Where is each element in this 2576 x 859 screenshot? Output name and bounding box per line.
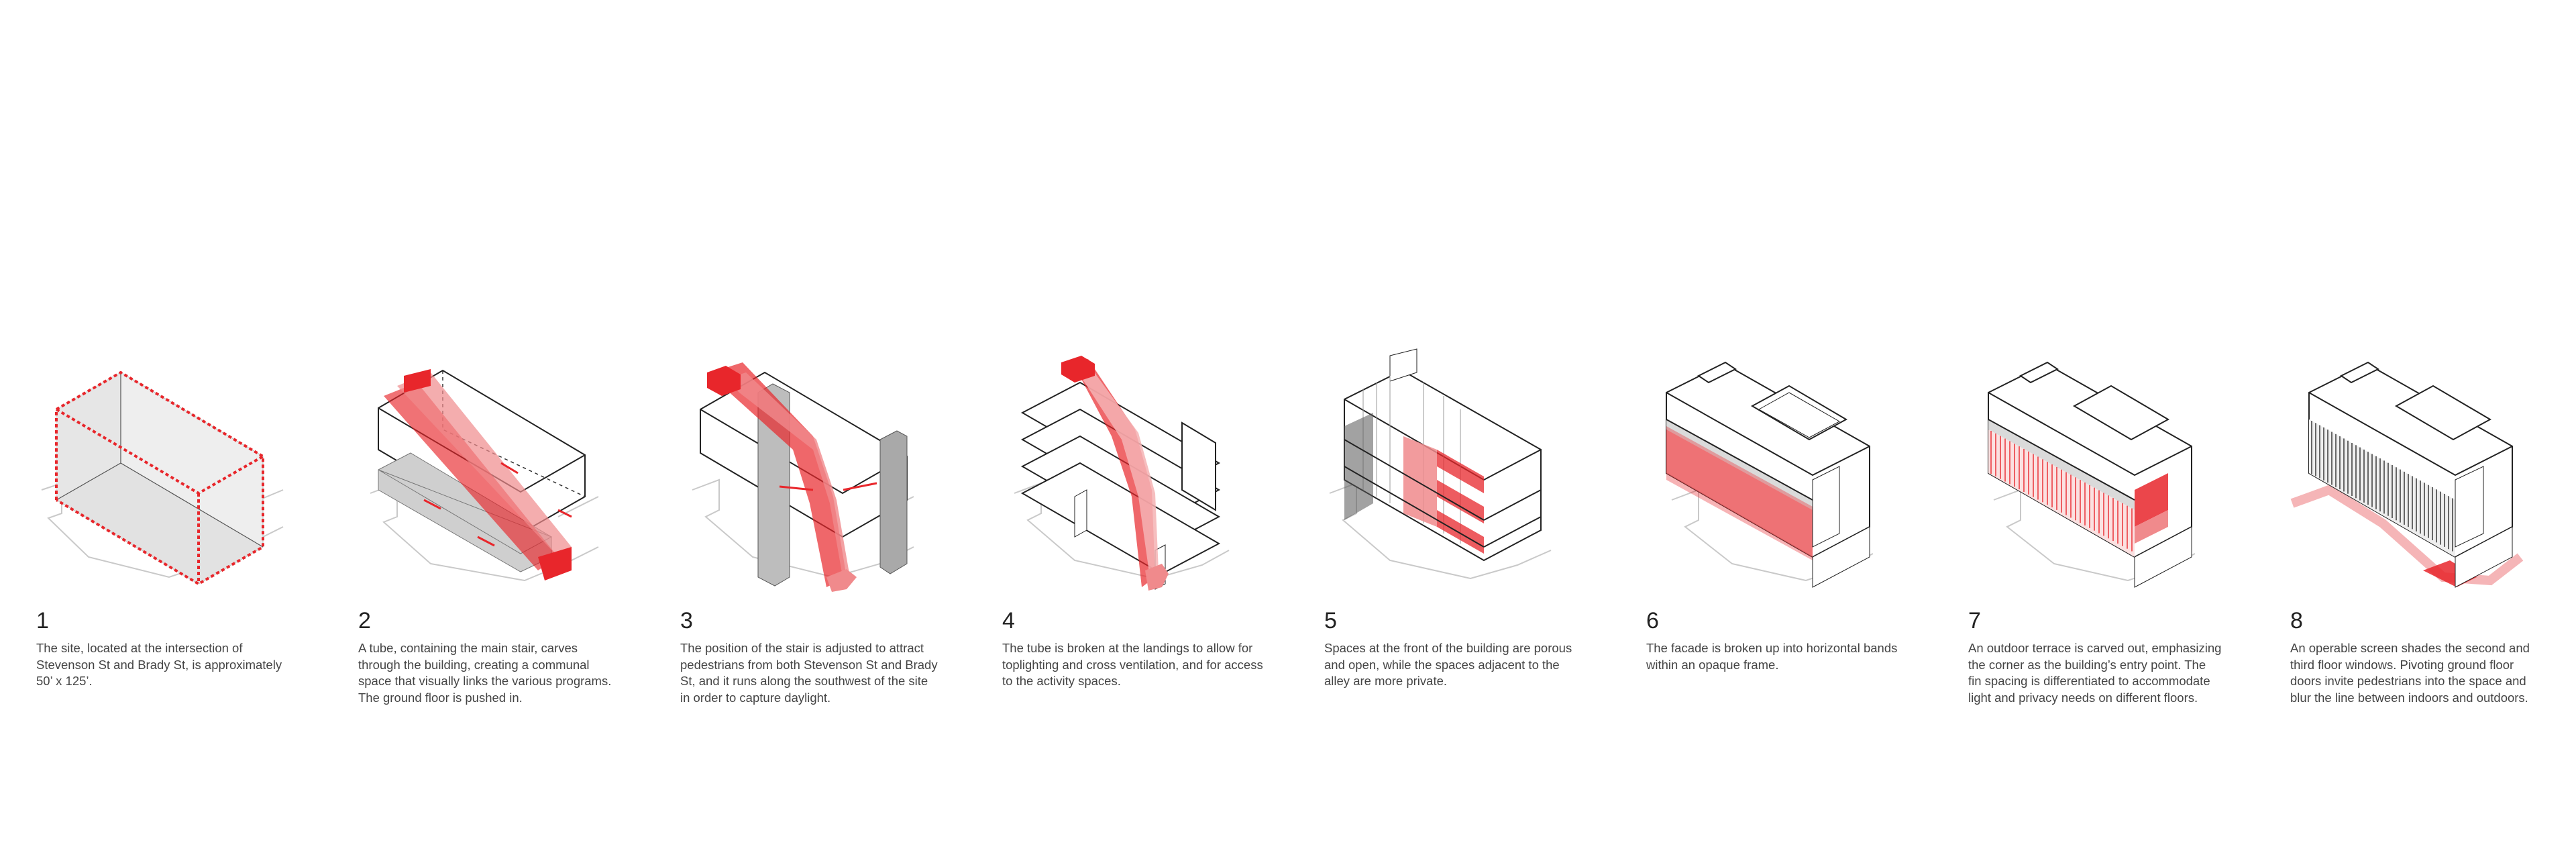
step-3-panel: 3 The position of the stair is adjusted … xyxy=(679,356,994,731)
step-caption: Spaces at the front of the building are … xyxy=(1324,641,1572,688)
step-2-panel: 2 A tube, containing the main stair, car… xyxy=(357,356,672,731)
step-5-axonometric-porous-spaces xyxy=(1329,348,1552,580)
step-2-axonometric-stair-tube xyxy=(370,369,599,582)
step-5-panel: 5 Spaces at the front of the building ar… xyxy=(1323,348,1638,731)
step-number: 3 xyxy=(680,608,693,634)
step-7-axonometric-terrace-fins xyxy=(1988,361,2196,588)
step-6-axonometric-horizontal-bands xyxy=(1666,361,1874,588)
step-number: 4 xyxy=(1002,608,1015,634)
step-number: 8 xyxy=(2290,608,2303,634)
step-number: 7 xyxy=(1968,608,1981,634)
step-1-panel: 1 The site, located at the intersection … xyxy=(35,356,350,731)
step-1-axonometric-site-box xyxy=(41,370,284,586)
step-number: 6 xyxy=(1646,608,1659,634)
step-3-axonometric-stair-position xyxy=(692,362,914,592)
step-number: 5 xyxy=(1324,608,1337,634)
step-caption: The position of the stair is adjusted to… xyxy=(680,641,938,705)
step-number: 1 xyxy=(36,608,49,634)
step-number: 2 xyxy=(358,608,371,634)
step-6-panel: 6 The facade is broken up into horizonta… xyxy=(1645,356,1960,731)
step-7-panel: 7 An outdoor terrace is carved out, emph… xyxy=(1967,356,2282,731)
step-caption: The site, located at the intersection of… xyxy=(36,641,282,688)
step-caption: The tube is broken at the landings to al… xyxy=(1002,641,1263,688)
step-caption: A tube, containing the main stair, carve… xyxy=(358,641,612,705)
step-8-axonometric-operable-screen xyxy=(2290,361,2524,588)
step-4-axonometric-broken-tube xyxy=(1014,356,1230,591)
step-8-panel: 8 An operable screen shades the second a… xyxy=(2289,356,2576,731)
step-caption: An outdoor terrace is carved out, emphas… xyxy=(1968,641,2222,705)
step-caption: An operable screen shades the second and… xyxy=(2290,641,2530,705)
step-caption: The facade is broken up into horizontal … xyxy=(1646,641,1898,672)
step-4-panel: 4 The tube is broken at the landings to … xyxy=(1001,356,1316,731)
